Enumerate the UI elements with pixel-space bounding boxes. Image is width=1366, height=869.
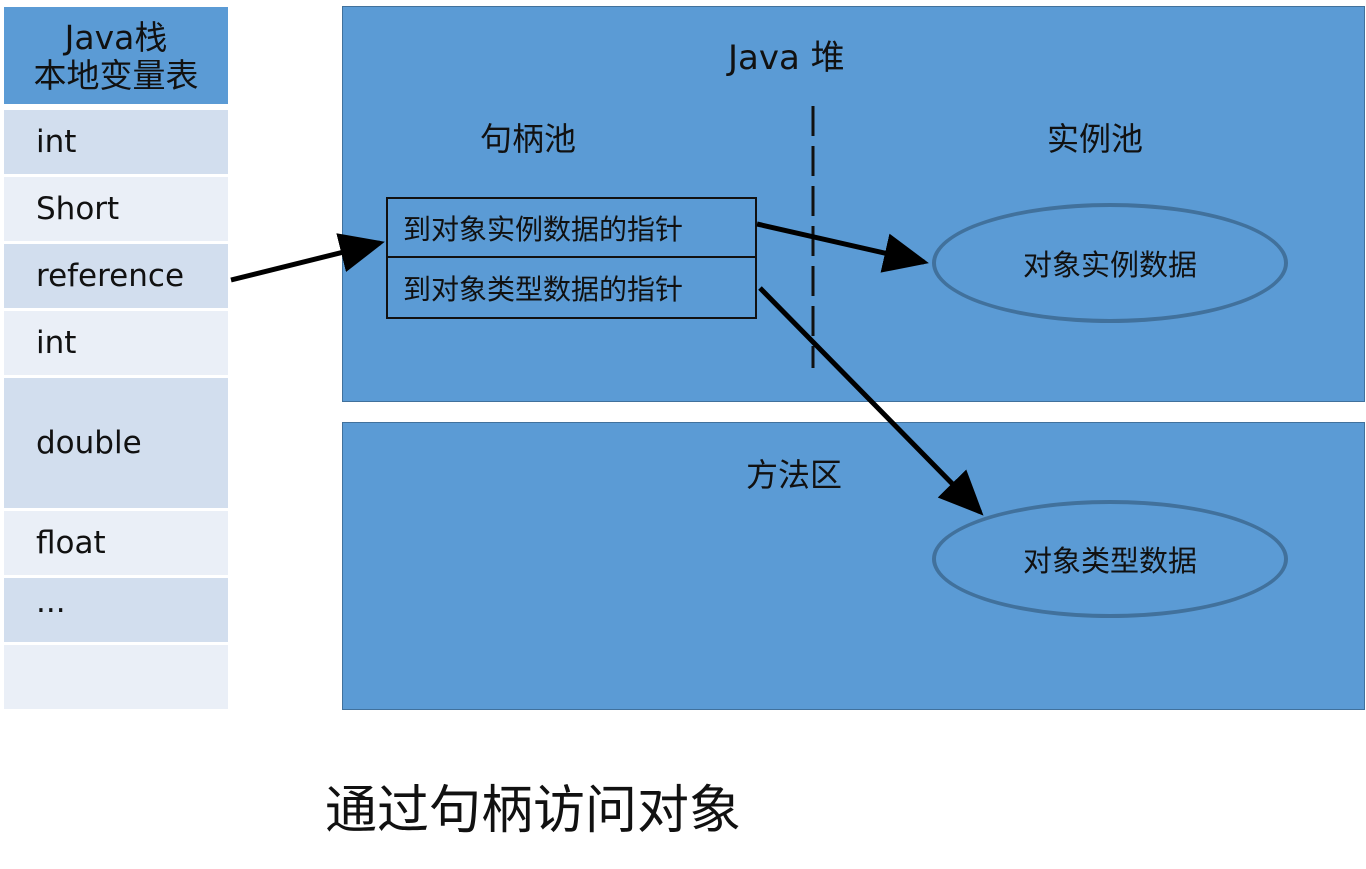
- local-variable-table-title: 本地变量表: [33, 56, 199, 95]
- java-stack: Java栈 本地变量表 int Short reference int doub…: [4, 7, 228, 709]
- stack-row-int-2: int: [4, 308, 228, 375]
- type-data-ellipse: 对象类型数据: [932, 500, 1288, 618]
- type-pointer-cell: 到对象类型数据的指针: [403, 272, 684, 306]
- reference-to-handle-arrow: [230, 233, 385, 283]
- handle-pool-label: 句柄池: [480, 120, 577, 158]
- handle-to-instance-arrow: [756, 221, 929, 273]
- instance-pool-label: 实例池: [1047, 120, 1144, 158]
- java-heap-title: Java 堆: [728, 38, 845, 78]
- stack-row-reference: reference: [4, 241, 228, 308]
- handle-to-type-arrow: [758, 286, 984, 516]
- stack-row-ellipsis: ...: [4, 575, 228, 642]
- stack-row-empty: [4, 642, 228, 709]
- type-data-label: 对象类型数据: [1022, 544, 1197, 578]
- stack-row-float: float: [4, 508, 228, 575]
- instance-pointer-cell: 到对象实例数据的指针: [388, 199, 755, 258]
- stack-header: Java栈 本地变量表: [4, 7, 228, 107]
- java-heap-panel: [342, 6, 1365, 402]
- stack-row-int: int: [4, 107, 228, 174]
- stack-row-double: double: [4, 375, 228, 508]
- instance-data-ellipse: 对象实例数据: [932, 203, 1288, 323]
- instance-data-label: 对象实例数据: [1022, 248, 1197, 282]
- stack-title: Java栈: [64, 18, 168, 57]
- stack-row-short: Short: [4, 174, 228, 241]
- handle-table: 到对象实例数据的指针 到对象类型数据的指针: [386, 197, 757, 319]
- diagram-caption: 通过句柄访问对象: [325, 781, 742, 841]
- method-area-title: 方法区: [746, 456, 843, 494]
